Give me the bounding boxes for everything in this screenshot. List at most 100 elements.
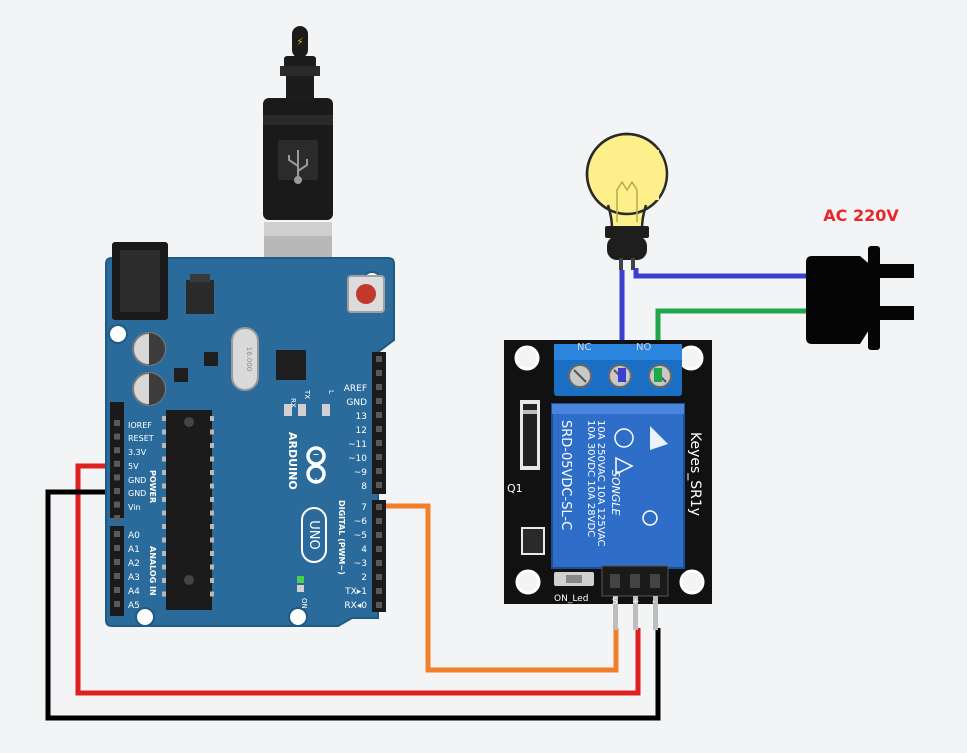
header-pin: [114, 531, 120, 537]
chip-leg: [162, 510, 166, 516]
pin-label-3v3: 3.3V: [128, 448, 147, 457]
header-pin: [114, 420, 120, 426]
usb-icon: [278, 140, 318, 184]
pin-label-reset: RESET: [128, 434, 154, 443]
header-pin: [114, 501, 120, 508]
pin-label-tx1: TX▸1: [344, 587, 367, 597]
pin-label-9: ~9: [354, 468, 368, 478]
chip-leg: [162, 524, 166, 529]
header-pin: [376, 356, 382, 362]
pin-label-vin: Vin: [128, 503, 141, 512]
svg-text:−: −: [313, 450, 320, 459]
analog-header: [110, 526, 124, 616]
mounting-hole: [135, 607, 155, 627]
header-pin: [376, 482, 382, 488]
header-pin: [114, 474, 120, 481]
tx-led: [298, 404, 306, 416]
reset-button[interactable]: [347, 275, 385, 313]
atmega-chip: [162, 410, 214, 610]
ul-logo-icon: [642, 510, 658, 526]
pin-label-3: ~3: [354, 559, 367, 569]
header-pin: [376, 468, 382, 474]
label-tx: TX: [303, 389, 311, 399]
relay-pin-header: [601, 565, 669, 630]
header-pin: [376, 560, 382, 566]
pin-label-ioref: IOREF: [128, 421, 152, 430]
header-pin: [114, 488, 120, 494]
mounting-hole: [108, 324, 128, 344]
crystal-oscillator: 16.000: [231, 327, 259, 391]
mounting-hole: [679, 569, 705, 595]
header-pin: [376, 384, 382, 390]
header-pin: [376, 426, 382, 432]
chip-leg: [162, 591, 166, 597]
chip-leg: [162, 470, 166, 475]
l-led: [322, 404, 330, 416]
header-pin: [376, 504, 382, 510]
chip-leg: [162, 483, 166, 489]
wire-lamp-blue: [633, 268, 808, 279]
voltage-regulator: [186, 280, 214, 314]
rx-led: [284, 404, 292, 416]
svg-text:+: +: [313, 476, 320, 485]
wire-5v-red: [75, 463, 641, 696]
module-name-label: Keyes_SR1y: [687, 432, 703, 516]
pin-label-a2: A2: [128, 559, 140, 569]
pin-label-5: ~5: [354, 531, 367, 541]
pin-label-a3: A3: [128, 573, 140, 583]
header-pin: [376, 398, 382, 404]
smd-chip: [174, 368, 188, 382]
header-pin: [376, 588, 382, 594]
pin-label-a4: A4: [128, 587, 140, 597]
pin-label-10: ~10: [348, 454, 367, 464]
pin-label-4: 4: [361, 545, 367, 555]
chip-leg: [162, 456, 166, 462]
terminal-label-no: NO: [636, 342, 651, 353]
label-rx: RX: [289, 398, 297, 408]
arduino-uno-board: 16.000 RX TX L −: [105, 242, 395, 627]
chip-leg: [210, 416, 214, 421]
header-pin: [376, 518, 382, 524]
label-on: ON: [300, 598, 308, 609]
warning-icon: [615, 456, 634, 476]
header-pin: [376, 454, 382, 460]
relay-spec-line-1: 10A 250VAC 10A 125VAC: [595, 420, 606, 547]
chip-leg: [162, 497, 166, 502]
chip-leg: [210, 456, 214, 462]
mounting-hole: [288, 607, 308, 627]
digital-header-top: [372, 352, 386, 494]
chip-leg: [210, 510, 214, 516]
chip-leg: [210, 537, 214, 543]
analog-header-labels: A0 A1 A2 A3 A4 A5 ANALOG IN: [128, 531, 157, 611]
chip-leg: [210, 470, 214, 475]
chip-leg: [162, 564, 166, 570]
chip-leg: [210, 551, 214, 556]
header-pin: [114, 545, 120, 551]
relay-spec-line-2: 10A 30VDC 10A 28VDC: [585, 420, 596, 537]
pin-label-gnd: GND: [346, 398, 367, 408]
wire-terminals: [618, 368, 662, 382]
header-pin: [114, 559, 120, 565]
pin-label-rx0: RX◂0: [344, 601, 367, 611]
pin-label-5v: 5V: [128, 462, 139, 471]
analog-title: ANALOG IN: [148, 546, 157, 596]
header-pin: [376, 370, 382, 376]
chip-leg: [210, 497, 214, 502]
cqc-logo-icon: [614, 428, 634, 448]
pin-label-signal: S: [612, 597, 618, 607]
pin-label-gnd1: GND: [128, 476, 146, 485]
pin-label-6: ~6: [354, 517, 368, 527]
songle-logo-icon: [650, 426, 668, 450]
pin-label-aref: AREF: [344, 384, 367, 394]
chip-leg: [210, 564, 214, 570]
pin-label-7: 7: [361, 503, 367, 513]
digital-header-labels: AREF GND 13 12 ~11 ~10 ~9 8 7 ~6 ~5 4 ~3…: [337, 384, 367, 611]
chip-leg: [210, 578, 214, 583]
capacitor: [132, 372, 166, 406]
mounting-hole: [678, 345, 704, 371]
pin-label-a0: A0: [128, 531, 140, 541]
wire-gnd-black: [45, 489, 661, 721]
relay-cube: 10A 250VAC 10A 125VAC 10A 30VDC 10A 28VD…: [551, 403, 685, 569]
chip-leg: [162, 578, 166, 583]
